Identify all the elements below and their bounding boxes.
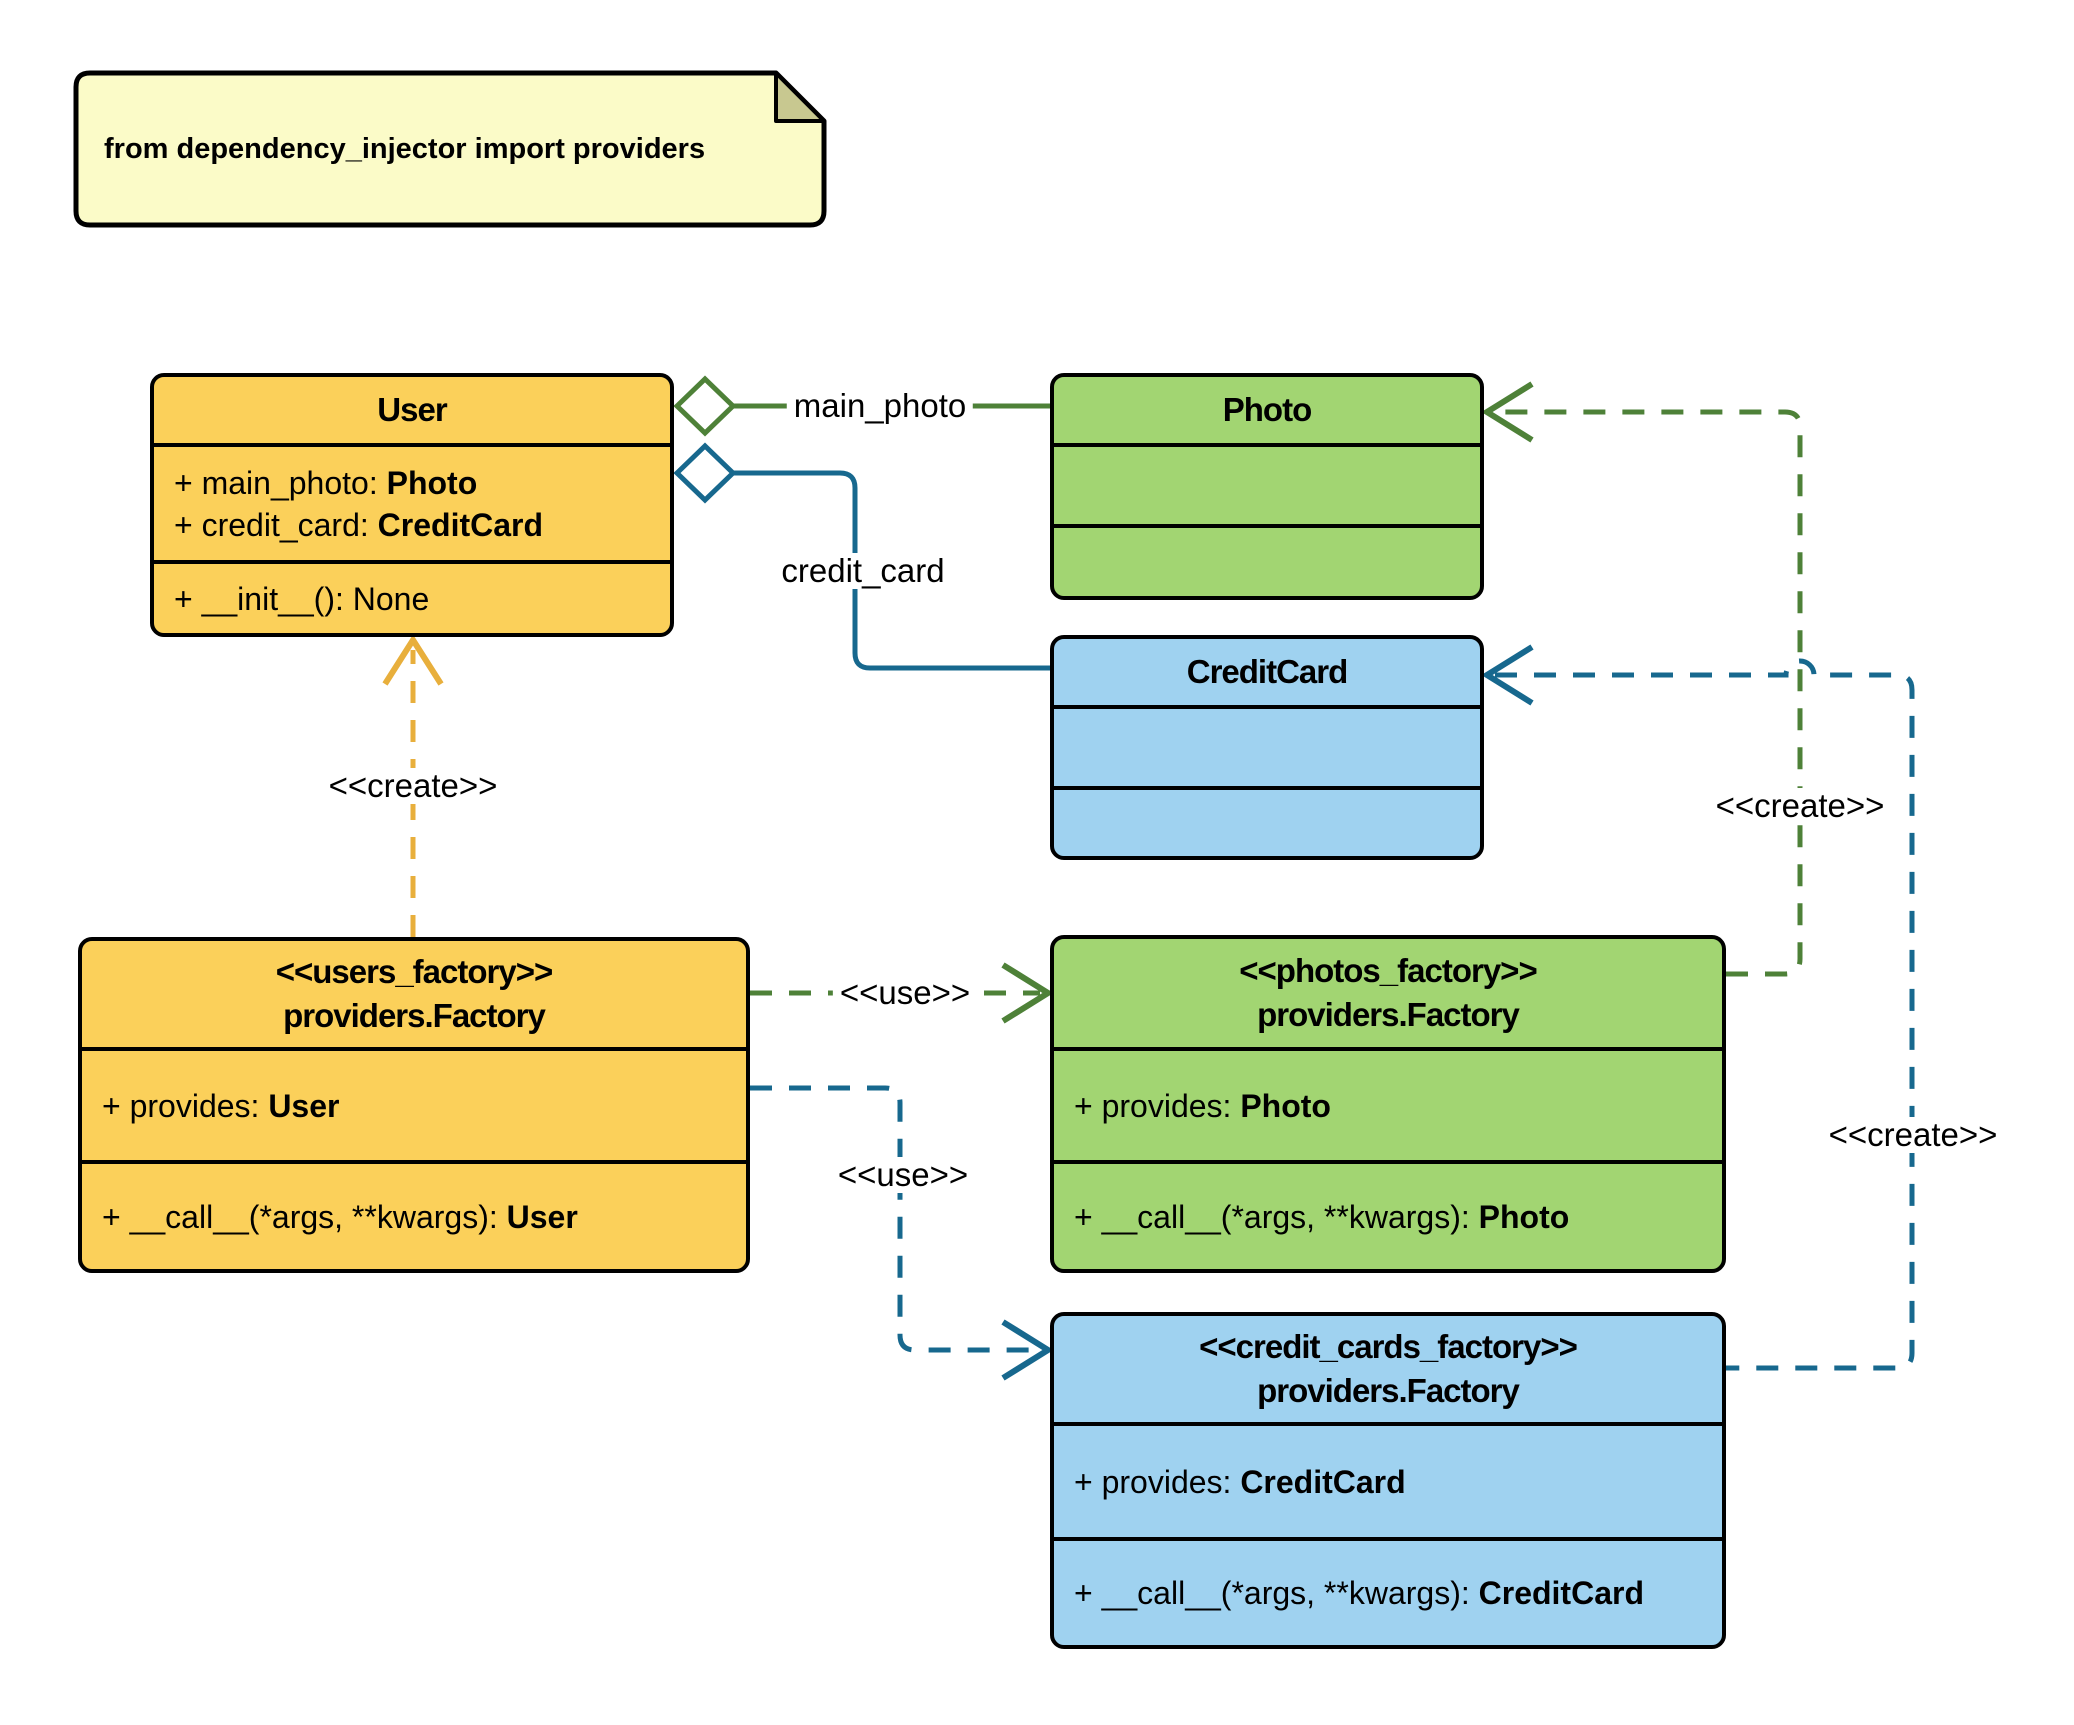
attribute-line: + provides: User	[102, 1087, 340, 1124]
class-user-title: User	[154, 377, 670, 443]
note-shape	[73, 70, 827, 228]
class-name: providers.Factory	[1257, 996, 1520, 1033]
attribute-line: + provides: CreditCard	[1074, 1463, 1406, 1500]
class-users-factory-methods: + __call__(*args, **kwargs): User	[82, 1160, 746, 1269]
class-users-factory: <<users_factory>> providers.Factory + pr…	[78, 937, 750, 1273]
class-credit-cards-factory-methods: + __call__(*args, **kwargs): CreditCard	[1054, 1537, 1722, 1645]
class-name: CreditCard	[1186, 653, 1349, 690]
open-arrowhead-left-icon	[1481, 644, 1534, 706]
note-fold-icon	[774, 71, 826, 123]
method-line: + __call__(*args, **kwargs): User	[102, 1198, 578, 1235]
edge-label-use-photos: <<use>>	[832, 975, 978, 1011]
stereotype: <<users_factory>>	[275, 953, 554, 990]
class-user: User + main_photo: Photo + credit_card: …	[150, 373, 674, 637]
method-line: + __call__(*args, **kwargs): CreditCard	[1074, 1575, 1644, 1611]
edge-use-credit-cards-factory	[750, 1085, 1054, 1381]
edge-use-photos-factory	[750, 962, 1054, 1024]
attribute-line: + provides: Photo	[1074, 1087, 1331, 1124]
open-arrowhead-right-icon	[1001, 1319, 1054, 1381]
open-arrowhead-right-icon	[1001, 962, 1054, 1024]
method-line: + __call__(*args, **kwargs): Photo	[1074, 1198, 1570, 1235]
class-credit-card-methods	[1054, 786, 1480, 856]
class-user-methods: + __init__(): None	[154, 560, 670, 633]
class-user-attributes: + main_photo: Photo + credit_card: Credi…	[154, 443, 670, 560]
stereotype: <<photos_factory>>	[1239, 952, 1537, 989]
class-photos-factory-attributes: + provides: Photo	[1054, 1047, 1722, 1160]
edge-create-user	[382, 634, 444, 937]
method-line: + __init__(): None	[174, 580, 430, 617]
class-photo: Photo	[1050, 373, 1484, 600]
class-credit-card: CreditCard	[1050, 635, 1484, 860]
class-name: Photo	[1222, 391, 1312, 428]
stereotype: <<credit_cards_factory>>	[1199, 1328, 1578, 1365]
edge-create-credit-card	[1481, 644, 1915, 1371]
open-arrowhead-left-icon	[1481, 381, 1534, 443]
edge-label-credit-card: credit_card	[774, 553, 952, 589]
class-credit-cards-factory-attributes: + provides: CreditCard	[1054, 1422, 1722, 1537]
class-name: User	[377, 391, 447, 428]
class-users-factory-title: <<users_factory>> providers.Factory	[82, 941, 746, 1047]
aggregation-diamond-icon	[673, 375, 737, 437]
edge-label-use-credit-cards: <<use>>	[830, 1157, 976, 1193]
class-credit-cards-factory: <<credit_cards_factory>> providers.Facto…	[1050, 1312, 1726, 1649]
edge-label-create-credit-card: <<create>>	[1821, 1117, 2005, 1153]
use-credit-cards-line	[750, 1085, 1040, 1353]
class-name: providers.Factory	[283, 997, 546, 1034]
class-photos-factory-title: <<photos_factory>> providers.Factory	[1054, 939, 1722, 1047]
class-photo-attributes	[1054, 443, 1480, 524]
class-photos-factory-methods: + __call__(*args, **kwargs): Photo	[1054, 1160, 1722, 1269]
open-arrowhead-up-icon	[382, 634, 444, 686]
note-text: from dependency_injector import provider…	[104, 132, 706, 165]
class-credit-card-attributes	[1054, 705, 1480, 786]
create-photo-line	[1495, 409, 1803, 977]
edge-create-photo	[1481, 381, 1803, 977]
edge-label-main-photo: main_photo	[786, 388, 974, 424]
attribute-line: + credit_card: CreditCard	[174, 506, 544, 543]
class-photo-title: Photo	[1054, 377, 1480, 443]
class-credit-card-title: CreditCard	[1054, 639, 1480, 705]
import-note: from dependency_injector import provider…	[104, 73, 804, 225]
note-paper	[73, 70, 827, 228]
edge-label-create-photo: <<create>>	[1708, 788, 1892, 824]
attribute-line: + main_photo: Photo	[174, 464, 478, 501]
class-photo-methods	[1054, 524, 1480, 596]
class-name: providers.Factory	[1257, 1372, 1520, 1409]
class-photos-factory: <<photos_factory>> providers.Factory + p…	[1050, 935, 1726, 1273]
class-credit-cards-factory-title: <<credit_cards_factory>> providers.Facto…	[1054, 1316, 1722, 1422]
aggregation-diamond-icon	[673, 442, 737, 504]
edge-label-create-user: <<create>>	[321, 768, 505, 804]
class-users-factory-attributes: + provides: User	[82, 1047, 746, 1160]
